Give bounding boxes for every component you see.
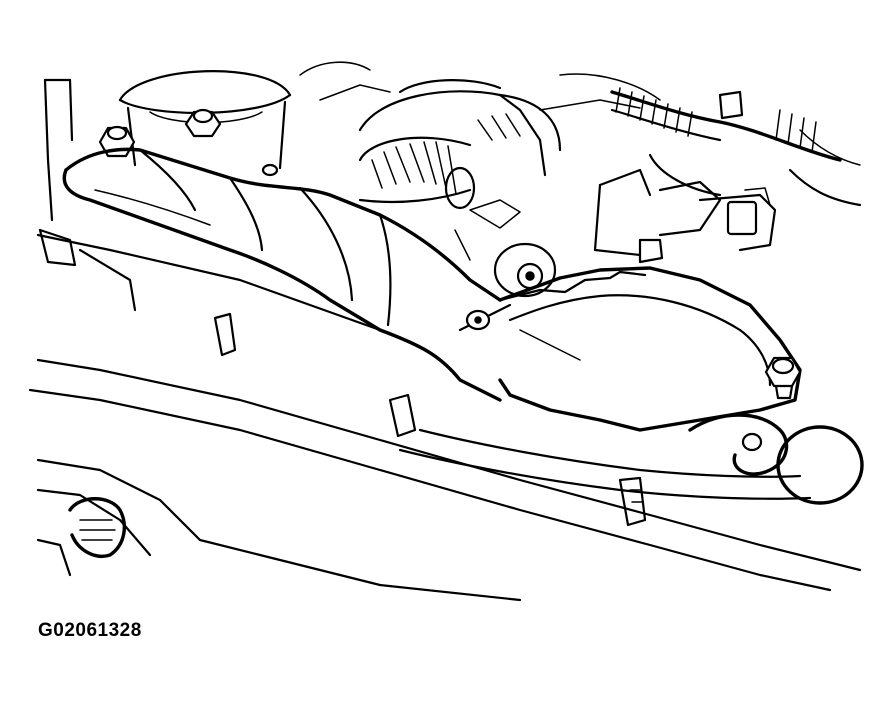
frame-rails (28, 228, 864, 592)
figure-code: G02061328 (38, 620, 142, 641)
engine-mount-bracket (62, 147, 502, 402)
bracket-bolts (465, 309, 802, 400)
wiring-harness (593, 87, 862, 264)
lower-left-component (36, 458, 522, 602)
upper-background-components (43, 61, 661, 222)
alternator (358, 79, 562, 298)
cover-plate (458, 266, 802, 432)
